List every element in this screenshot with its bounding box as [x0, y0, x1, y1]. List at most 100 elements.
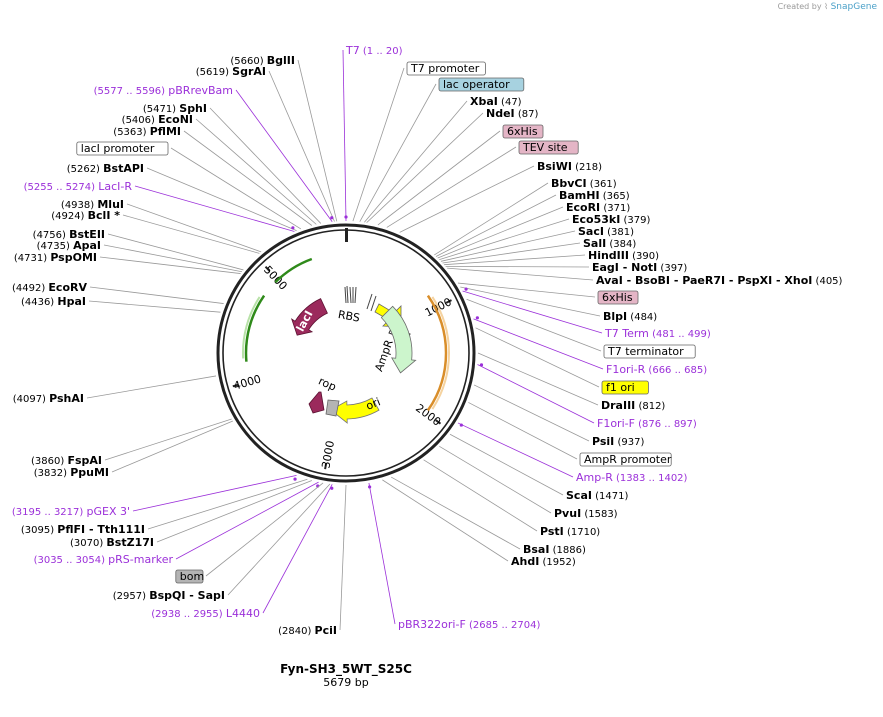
site-text: T7 (1 .. 20)	[345, 44, 403, 57]
feature-box-text: T7 promoter	[410, 62, 480, 75]
leader-line	[399, 165, 535, 233]
leader-line	[457, 422, 574, 478]
leader-line	[86, 375, 217, 399]
leader-line	[134, 185, 295, 232]
leader-line	[382, 479, 509, 562]
leader-line	[132, 474, 297, 512]
laci-arc-shadow	[241, 296, 261, 359]
feature-box-t7-promoter: T7 promoter	[406, 61, 486, 76]
site-text: EagI - NotI (397)	[592, 261, 687, 274]
ring-tick-label: 5000	[261, 263, 290, 292]
feature-arcs	[241, 257, 450, 412]
leader-line	[235, 89, 333, 222]
site-text: Amp-R (1383 .. 1402)	[576, 471, 688, 484]
site-label-bsai: BsaI (1886)	[523, 543, 586, 556]
origin-marker	[345, 228, 348, 242]
rop-label: rop	[316, 375, 338, 394]
site-label-blpi: BlpI (484)	[603, 310, 657, 323]
leader-line	[442, 242, 581, 264]
leader-line	[364, 100, 468, 223]
site-label-bstapi: (5262) BstAPI	[67, 162, 144, 175]
site-text: (2840) PciI	[278, 624, 337, 637]
plasmid-name: Fyn-SH3_5WT_S25C	[280, 662, 412, 677]
laci-arc	[244, 294, 266, 362]
primer-marker	[291, 226, 295, 230]
site-text: BsiWI (218)	[537, 160, 602, 173]
ring-tick	[232, 383, 239, 388]
site-text: NdeI (87)	[486, 107, 538, 120]
site-label-econi: (5406) EcoNI	[122, 113, 193, 126]
leader-line	[103, 244, 243, 273]
site-label-ahdi: AhdI (1952)	[511, 555, 576, 568]
site-text: (2938 .. 2955) L4440	[151, 607, 260, 620]
leader-line	[386, 146, 517, 228]
leader-line	[449, 433, 564, 496]
site-label-ndei: NdeI (87)	[486, 107, 538, 120]
leader-line	[439, 445, 552, 514]
leader-line	[359, 83, 437, 222]
site-text: PvuI (1583)	[554, 507, 618, 520]
site-text: Eco53kI (379)	[572, 213, 650, 226]
feature-box-text: f1 ori	[606, 381, 635, 394]
site-text: AhdI (1952)	[511, 555, 576, 568]
site-text: (5577 .. 5596) pBRrevBam	[94, 84, 233, 97]
site-text: (5471) SphI	[143, 102, 207, 115]
rbs-marks	[344, 285, 377, 312]
feature-box-text: 6xHis	[507, 125, 538, 138]
site-label-eco53ki: Eco53kI (379)	[572, 213, 650, 226]
ring-tick	[445, 299, 452, 304]
leader-line	[88, 300, 221, 313]
ampr-label: AmpR	[372, 338, 396, 374]
leader-line	[195, 118, 317, 225]
ring-tick-label: 2000	[413, 402, 443, 429]
leader-line	[156, 480, 312, 543]
snapgene-credit: Created by ⌇ SnapGene	[778, 2, 877, 12]
ring-tick-label: 3000	[319, 440, 337, 470]
feature-box-6xhis: 6xHis	[597, 290, 639, 305]
leader-line	[89, 286, 224, 304]
feature-box-text: bom	[180, 570, 204, 583]
feature-labels: (5660) BglII(5619) SgrAI(5577 .. 5596) p…	[12, 44, 843, 637]
f1-ori-arc-shadow	[431, 296, 450, 410]
site-text: AvaI - BsoBI - PaeR7I - PspXI - XhoI (40…	[596, 274, 843, 287]
ring-tick	[324, 463, 328, 470]
primer-label-amp-r: Amp-R (1383 .. 1402)	[576, 471, 688, 484]
site-label-bspqi: (2957) BspQI - SapI	[113, 589, 225, 602]
site-label-hindiii: HindIII (390)	[588, 249, 659, 262]
site-label-pflmi: (5363) PflMI	[113, 125, 181, 138]
primer-marker	[330, 486, 334, 490]
feature-box-shape	[603, 344, 696, 359]
leader-line	[439, 218, 570, 261]
feature-box-text: AmpR promoter	[584, 453, 672, 466]
site-label-avai: AvaI - BsoBI - PaeR7I - PspXI - XhoI (40…	[596, 274, 843, 287]
site-label-saci: SacI (381)	[578, 225, 634, 238]
site-text: (5406) EcoNI	[122, 113, 193, 126]
leader-line	[475, 327, 600, 388]
backbone-outer-ring	[216, 223, 476, 483]
leader-line	[122, 214, 260, 254]
primer-marker	[464, 287, 468, 291]
feature-box-text: lacI promoter	[81, 142, 155, 155]
site-text: (4731) PspOMI	[14, 251, 97, 264]
credit-brand: SnapGene	[830, 2, 877, 12]
site-label-psti: PstI (1710)	[540, 525, 600, 538]
site-label-mlui: (4938) MluI	[61, 198, 124, 211]
leader-line	[352, 67, 405, 222]
site-label-pvui: PvuI (1583)	[554, 507, 618, 520]
backbone-inner-ring	[222, 229, 470, 477]
feature-box-shape	[518, 140, 579, 155]
site-text: (2957) BspQI - SapI	[113, 589, 225, 602]
site-text: (5660) BglII	[230, 54, 295, 67]
site-label-sphi: (5471) SphI	[143, 102, 207, 115]
leader-line	[466, 298, 602, 352]
credit-prefix: Created by	[777, 2, 822, 11]
site-label-pspomi: (4731) PspOMI	[14, 251, 97, 264]
primer-label-f1ori-f: F1ori-F (876 .. 897)	[597, 417, 697, 430]
leader-line	[366, 112, 484, 223]
leader-line	[147, 478, 308, 530]
laci-arrow	[290, 298, 328, 336]
site-text: SacI (381)	[578, 225, 634, 238]
leader-line	[227, 483, 331, 596]
leader-line	[368, 482, 396, 625]
rop-box	[325, 399, 340, 417]
